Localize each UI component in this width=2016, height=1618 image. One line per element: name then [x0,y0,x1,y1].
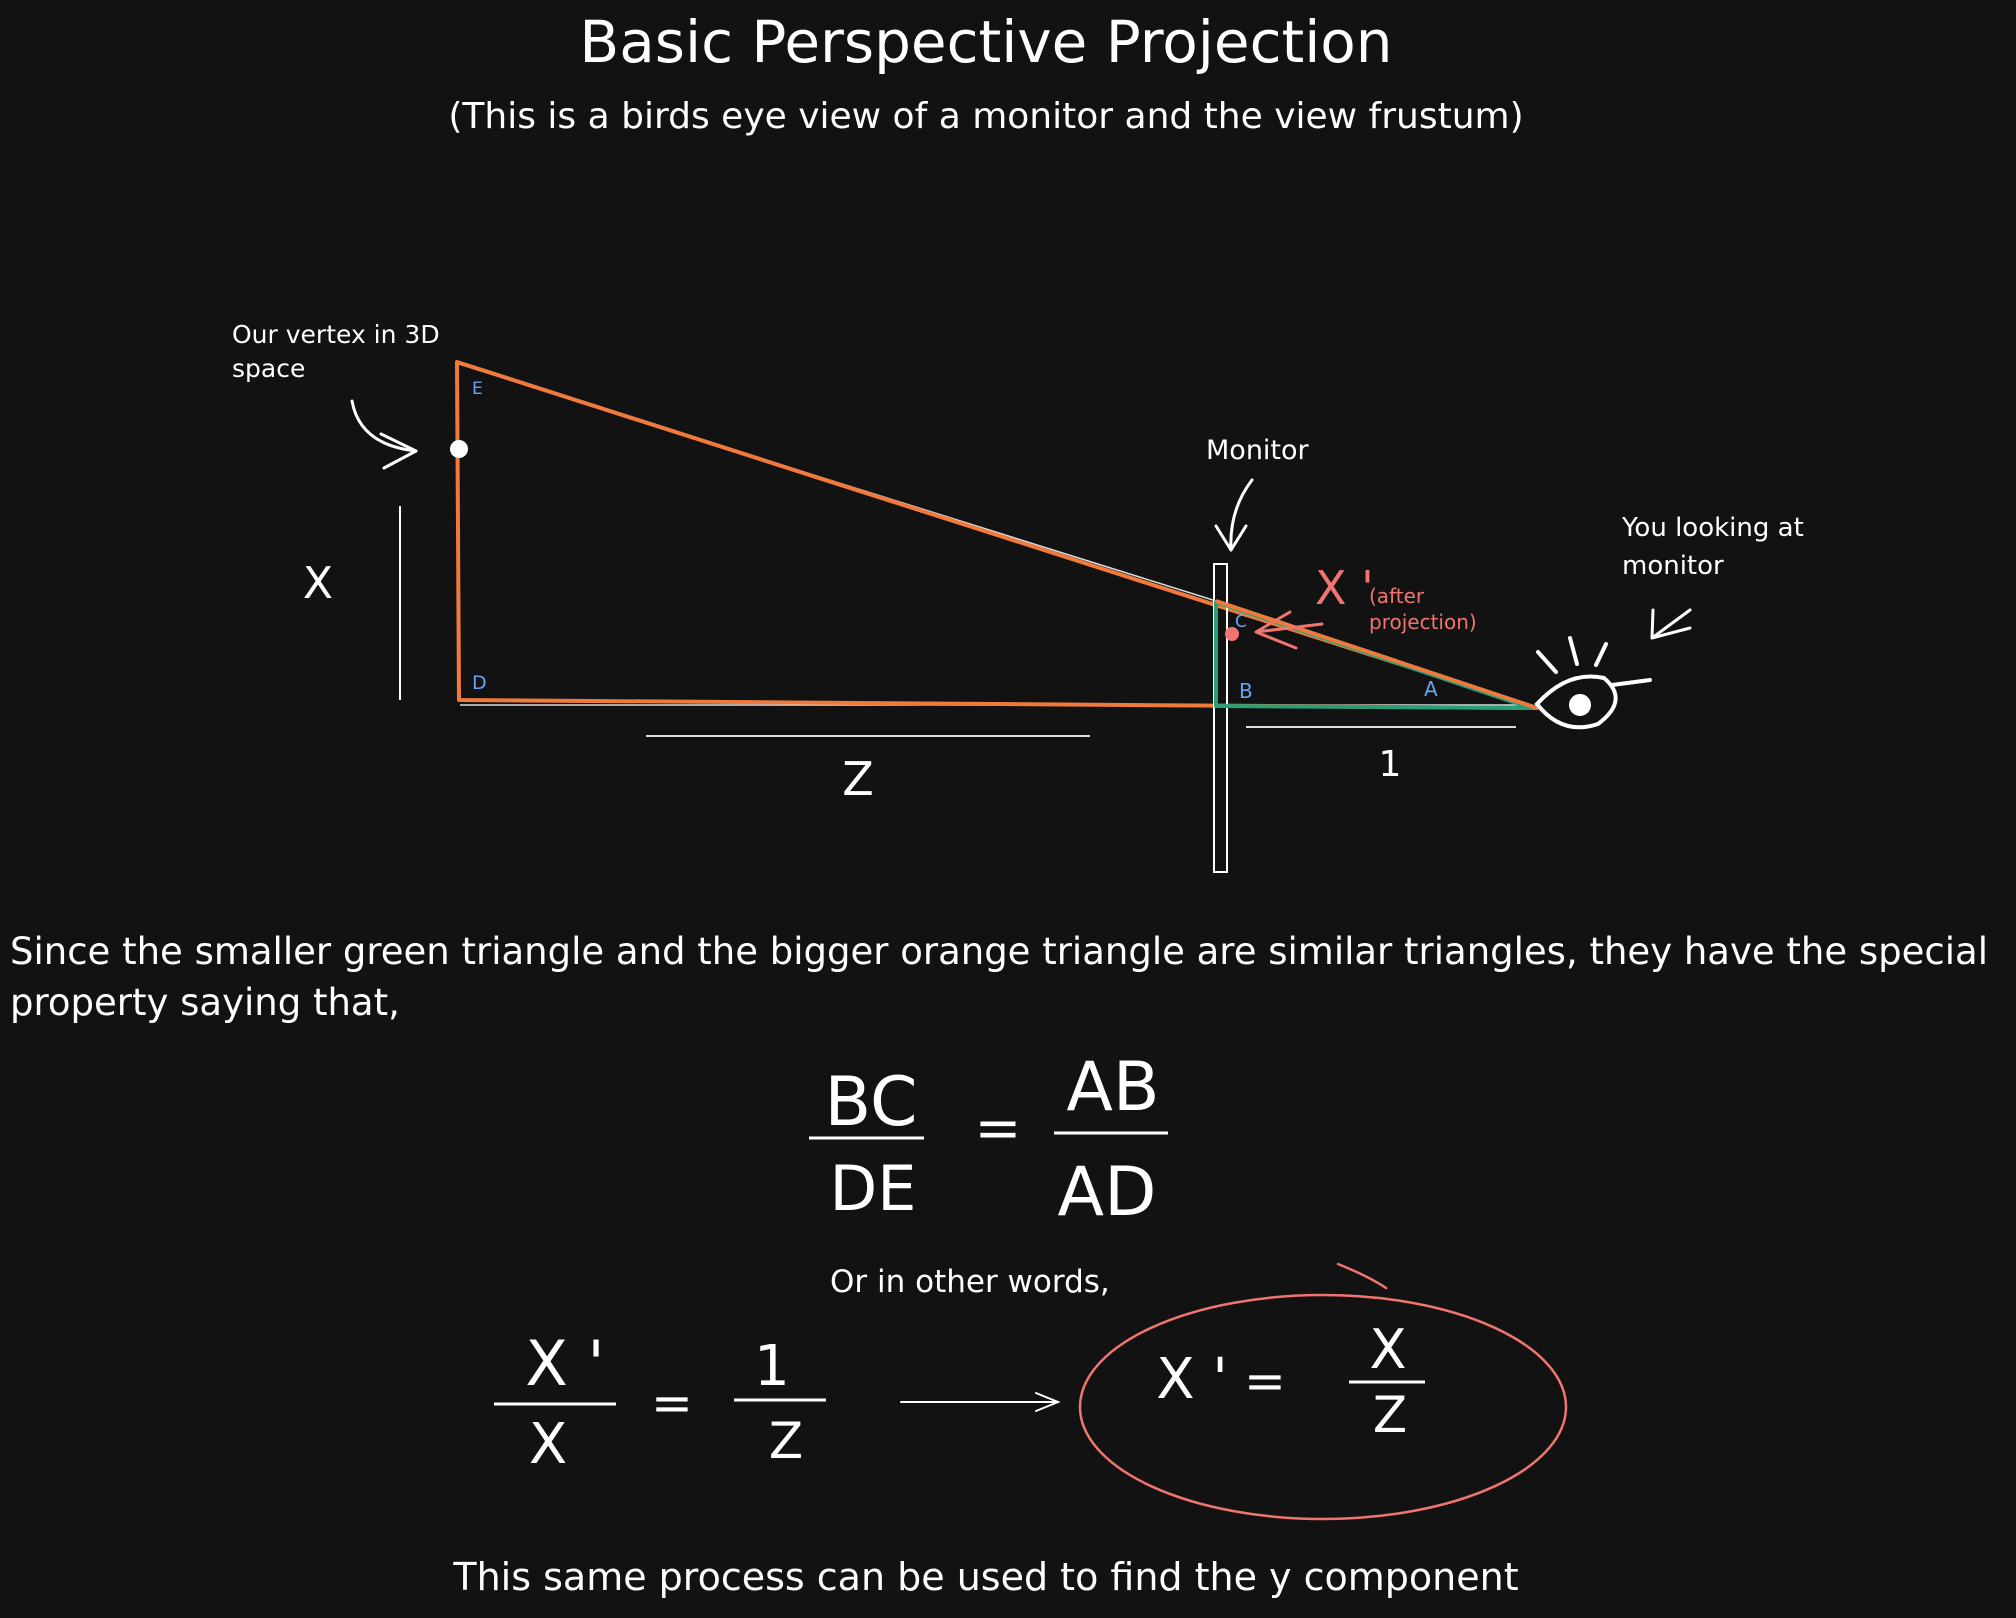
result-x: X [1370,1318,1407,1381]
orange-hypotenuse-overlay [1215,599,1538,710]
monitor [1213,563,1228,873]
vertex-pointer-arrowhead [379,432,418,470]
eq1-de: DE [830,1152,917,1225]
one-label: 1 [1379,744,1402,785]
orange-triangle [455,360,1539,710]
monitor-annotation: Monitor [1206,435,1309,466]
point-b-label: B [1239,679,1253,703]
ratio-equation: X ' X = 1 Z [494,1327,826,1477]
eye-icon [1534,636,1652,730]
page-subtitle: (This is a birds eye view of a monitor a… [448,96,1524,137]
vertex-annotation: Our vertex in 3D space [232,320,440,383]
x-label: X [303,558,333,609]
implies-arrow [900,1392,1061,1412]
eq2-x-prime: X ' [525,1327,604,1400]
eq1-ab: AB [1066,1048,1159,1127]
point-e-label: E [472,379,483,399]
projected-point [1225,627,1239,641]
result-circle-tail [1336,1262,1388,1290]
point-d-label: D [472,672,487,694]
or-in-other-words-text: Or in other words, [830,1264,1110,1300]
vertex-point [450,440,468,458]
projection-arrow [1254,610,1324,650]
footer-text: This same process can be used to find th… [453,1555,1519,1599]
result-z: Z [1373,1386,1407,1444]
similar-triangles-equation: BC DE = AB AD [809,1048,1168,1232]
after-projection-annotation: (after projection) [1369,584,1477,634]
viewer-pointer-arrow [1650,608,1692,640]
eq2-equals: = [651,1374,693,1432]
page-title: Basic Perspective Projection [579,8,1393,76]
eq1-equals: = [975,1096,1022,1161]
point-a-label: A [1424,677,1438,701]
result-equals: = [1244,1352,1286,1410]
monitor-pointer-arrow [1214,478,1254,552]
result-circle [1078,1293,1568,1521]
viewer-annotation: You looking at monitor [1622,513,1804,581]
x-prime-label: X ' [1315,561,1374,615]
eq1-ad: AD [1058,1153,1157,1232]
point-c-label: C [1235,612,1247,632]
vertex-pointer-arrow [350,399,418,453]
eq2-z: Z [769,1412,803,1470]
result-x-prime: X ' [1156,1347,1228,1412]
projection-result: X ' = X Z [1156,1318,1425,1444]
eq2-one: 1 [754,1334,790,1399]
eq2-x: X [529,1412,567,1477]
z-label: Z [842,752,874,806]
eq1-bc: BC [825,1063,918,1142]
explanation-text: Since the smaller green triangle and the… [10,930,1988,1024]
